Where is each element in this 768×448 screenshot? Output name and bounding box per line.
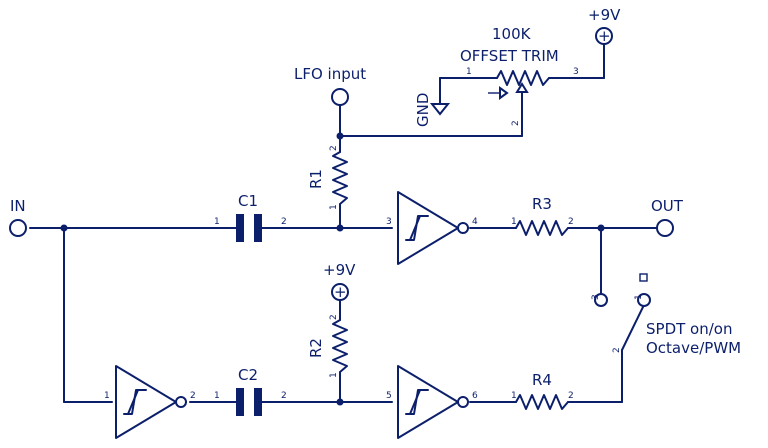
label-gnd: GND [414, 93, 432, 127]
terminal-out: OUT [651, 197, 684, 237]
pin-label: 2 [329, 314, 339, 320]
pin-label: 2 [511, 120, 521, 126]
pin-label: 2 [568, 391, 574, 401]
pin-label: 3 [591, 294, 601, 300]
resistor-r4: R4 1 2 [511, 371, 574, 410]
terminal-lfo: LFO input [294, 65, 366, 106]
label-r1: R1 [307, 169, 325, 189]
schmitt-inverter-u1: 3 4 [386, 191, 478, 265]
pin-label: 2 [329, 145, 339, 151]
pin-label: 1 [511, 391, 517, 401]
label-c1: C1 [238, 192, 258, 210]
pin-label: 1 [214, 217, 220, 227]
label-pot-name: OFFSET TRIM [460, 47, 559, 65]
pin-label: 5 [386, 391, 392, 401]
power-plus-9v-top: + +9V [588, 6, 621, 45]
pin-label: 1 [329, 372, 339, 378]
label-r2: R2 [307, 338, 325, 358]
label-r3: R3 [532, 195, 552, 213]
label-vcc-top: +9V [588, 6, 621, 24]
pin-label: 1 [634, 294, 644, 300]
junctions [60, 132, 605, 406]
label-lfo-input: LFO input [294, 65, 366, 83]
label-pot-value: 100K [492, 25, 532, 43]
schmitt-inverter-u2: 5 6 [386, 365, 478, 439]
plus-icon: + [334, 283, 347, 301]
label-c2: C2 [238, 366, 258, 384]
wires [29, 43, 657, 403]
label-vcc-mid: +9V [323, 261, 356, 279]
pin-label: 2 [190, 391, 196, 401]
pin-label: 3 [386, 217, 392, 227]
junction-dot [60, 224, 68, 232]
resistor-r3: R3 1 2 [511, 195, 574, 236]
pin-label: 2 [281, 391, 287, 401]
plus-icon: + [598, 27, 611, 45]
junction-dot [336, 224, 344, 232]
schmitt-inverter-u3: 1 2 [104, 365, 196, 439]
capacitor-c1: C1 1 2 [214, 192, 287, 242]
junction-dot [336, 398, 344, 406]
junction-dot [336, 132, 344, 140]
pin-label: 6 [472, 391, 478, 401]
pin-label: 2 [568, 217, 574, 227]
potentiometer-offset-trim: 100K OFFSET TRIM 1 3 2 [460, 25, 579, 126]
label-switch-function: Octave/PWM [646, 339, 741, 357]
ground-symbol: GND [414, 93, 451, 127]
terminal-in: IN [9, 197, 27, 237]
resistor-r1: R1 2 1 [307, 145, 348, 210]
capacitor-c2: C2 1 2 [214, 366, 287, 416]
pin-label: 1 [466, 67, 472, 77]
label-switch-type: SPDT on/on [646, 320, 732, 338]
pin-label: 3 [573, 67, 579, 77]
pin-label: 1 [511, 217, 517, 227]
power-plus-9v-mid: + +9V [323, 261, 356, 301]
pin-label: 1 [214, 391, 220, 401]
pin-label: 4 [472, 217, 478, 227]
label-out: OUT [651, 197, 684, 215]
pin-label: 2 [281, 217, 287, 227]
spdt-switch: 3 1 2 SPDT on/on Octave/PWM [591, 273, 741, 357]
resistor-r2: R2 2 1 [307, 314, 348, 378]
pin-label: 1 [104, 391, 110, 401]
junction-dot [597, 224, 605, 232]
label-in: IN [10, 197, 26, 215]
pin-label: 2 [612, 347, 622, 353]
pin-label: 1 [329, 204, 339, 210]
label-r4: R4 [532, 371, 552, 389]
